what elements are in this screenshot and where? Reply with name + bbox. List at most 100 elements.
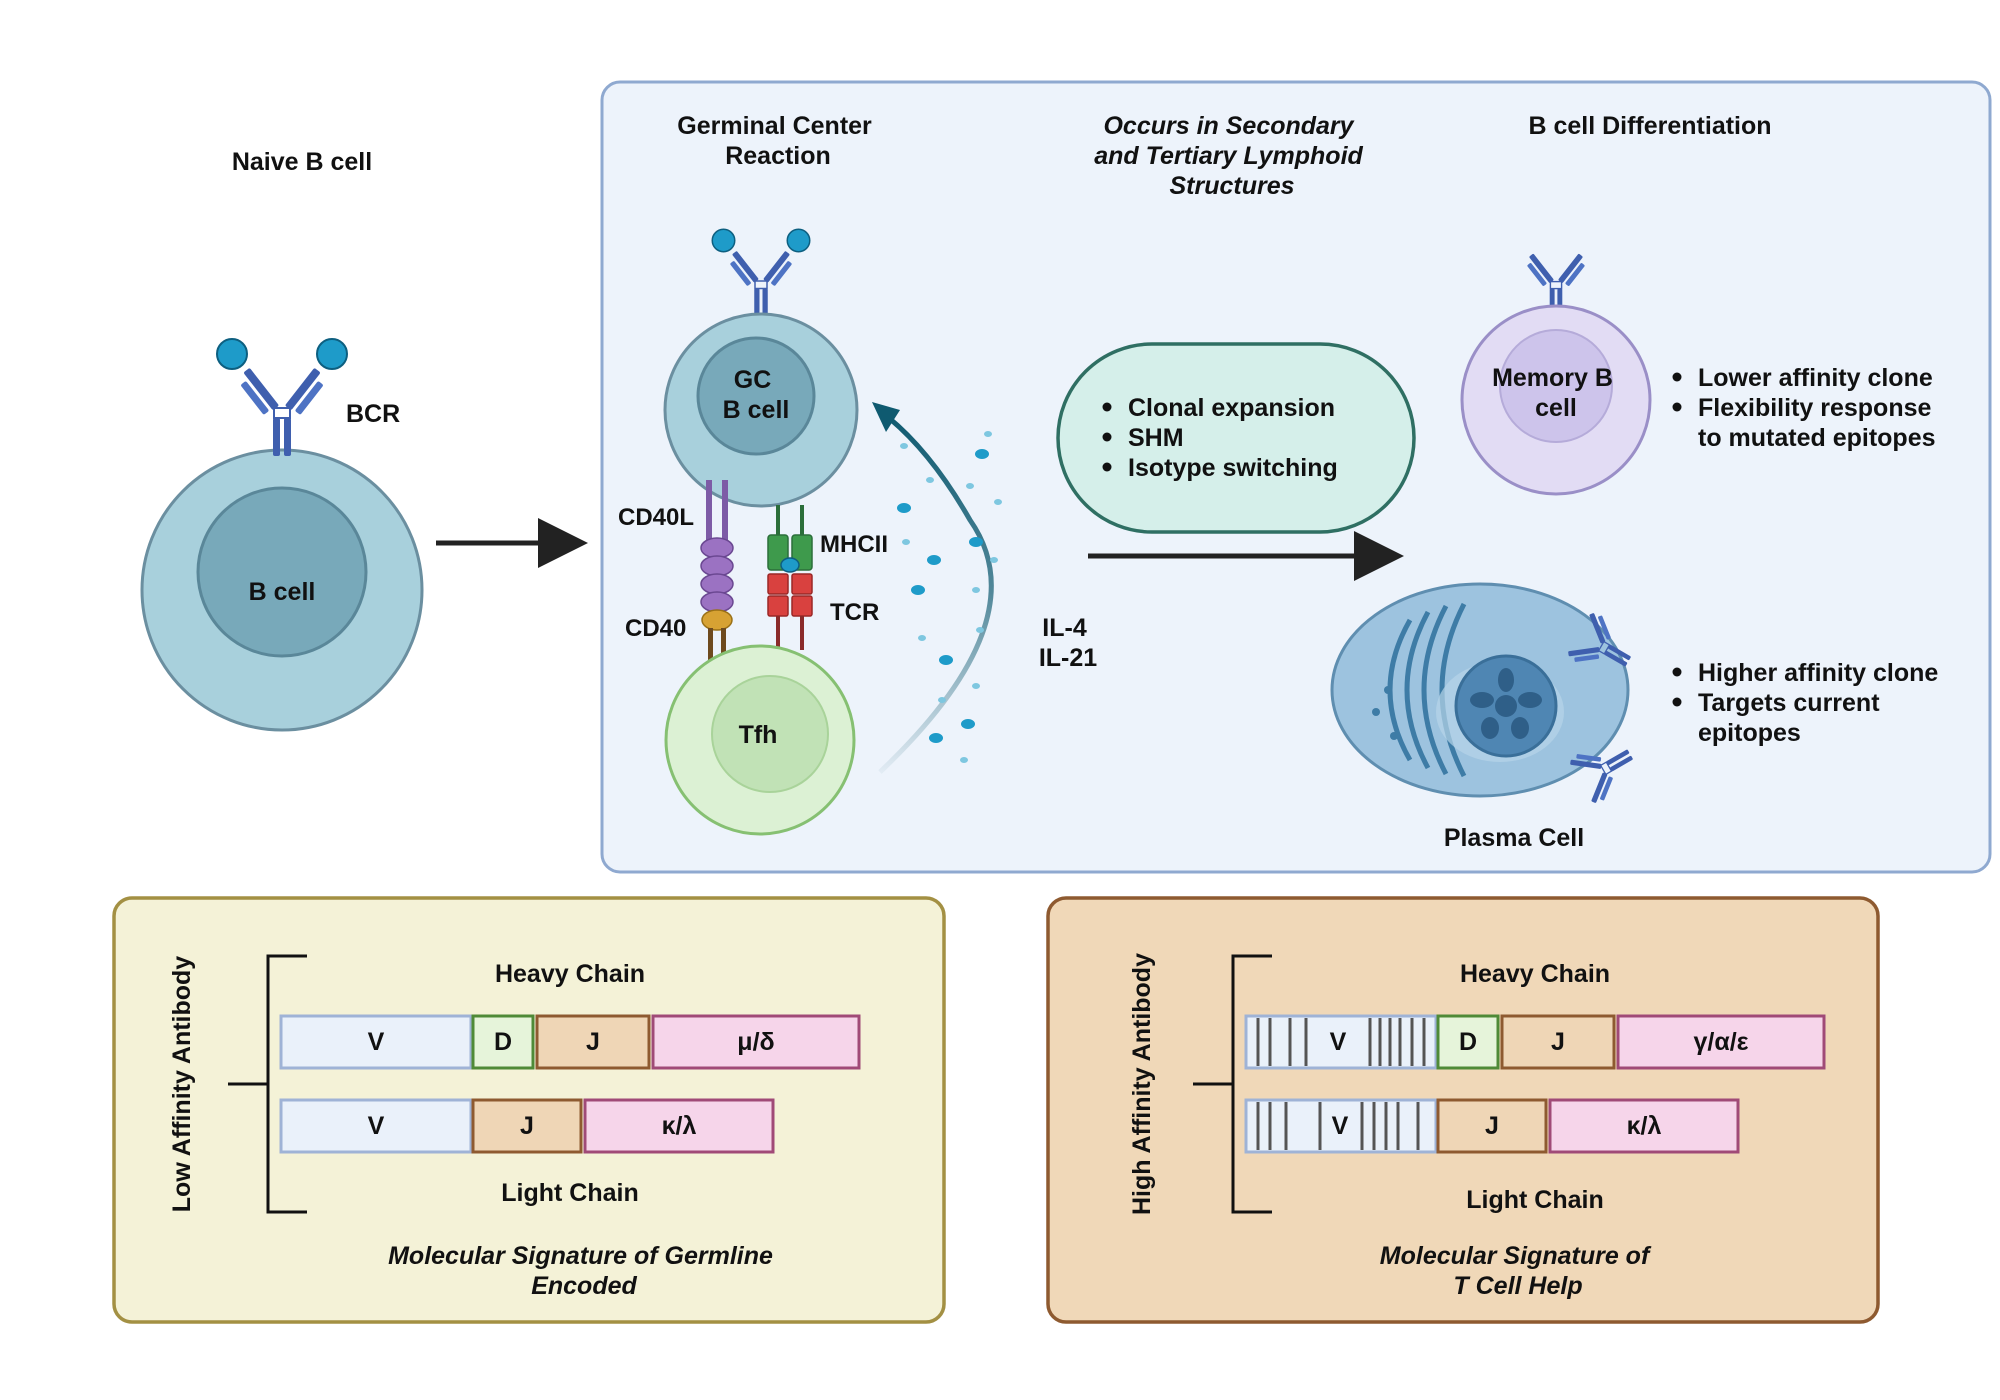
memory-b-cell-nucleus xyxy=(1499,329,1613,443)
naive-title: Naive B cell xyxy=(232,148,372,176)
cytokine-labels: IL-4 IL-21 xyxy=(1039,614,1097,672)
plasma-label: Plasma Cell xyxy=(1444,824,1584,852)
low-heavy-chain: V D J μ/δ xyxy=(279,1014,861,1070)
tcr-label: TCR xyxy=(830,599,879,626)
segment-constant xyxy=(1616,1014,1826,1070)
cytokine-line: IL-4 xyxy=(1042,614,1087,642)
segment-j xyxy=(1436,1098,1548,1154)
gc-title-line: Germinal Center xyxy=(677,112,872,140)
segment-v-mutated xyxy=(1244,1098,1438,1154)
memory-cell-line: cell xyxy=(1535,394,1577,422)
low-heavy-label: Heavy Chain xyxy=(495,960,645,988)
segment-v xyxy=(279,1014,473,1070)
cytokine-arrow-head xyxy=(872,402,900,432)
tfh-cell-nucleus xyxy=(711,675,829,793)
segment-d xyxy=(471,1014,535,1070)
location-line: Occurs in Secondary xyxy=(1103,112,1354,140)
high-light-chain: V J κ/λ xyxy=(1244,1098,1740,1154)
gc-bcr-antibody-icon xyxy=(711,228,811,318)
high-light-label: Light Chain xyxy=(1466,1186,1603,1214)
segment-j xyxy=(471,1098,583,1154)
mhcii-label: MHCII xyxy=(820,531,888,558)
bullet-dot xyxy=(1672,372,1682,382)
gc-title: Germinal Center Reaction xyxy=(677,112,878,170)
memory-bullet-line: Flexibility response xyxy=(1698,394,1932,422)
low-footer-line: Molecular Signature of Germline xyxy=(388,1242,773,1270)
segment-j xyxy=(1500,1014,1616,1070)
somatic-mutation-marks xyxy=(1256,1102,1420,1150)
segment-d-label: D xyxy=(1459,1028,1477,1056)
segment-constant-label: γ/α/ε xyxy=(1693,1028,1748,1056)
gc-title-line: Reaction xyxy=(725,142,831,170)
memory-bullet-line: to mutated epitopes xyxy=(1698,424,1936,452)
location-line: Structures xyxy=(1169,172,1294,200)
segment-constant-label: κ/λ xyxy=(662,1112,697,1140)
plasma-bullet: Targets current epitopes xyxy=(1698,689,1886,747)
segment-constant xyxy=(651,1014,861,1070)
gc-cell-label: GC B cell xyxy=(723,366,790,424)
plasma-bullets: Higher affinity clone Targets current ep… xyxy=(1672,659,1938,747)
segment-v-label: V xyxy=(1332,1112,1349,1140)
bullet-dot xyxy=(1672,402,1682,412)
gc-b-cell-nucleus xyxy=(696,336,816,456)
high-bracket xyxy=(1193,954,1272,1214)
segment-d xyxy=(1436,1014,1500,1070)
plasma-bullet-line: Targets current xyxy=(1698,689,1880,717)
bullet-dot xyxy=(1102,432,1112,442)
cytokine-dots xyxy=(897,431,1002,763)
bullet-dot xyxy=(1102,462,1112,472)
somatic-mutation-marks xyxy=(1256,1018,1426,1066)
segment-constant-label: μ/δ xyxy=(737,1028,774,1056)
high-footer: Molecular Signature of T Cell Help xyxy=(1380,1242,1656,1300)
memory-cell-label: Memory B cell xyxy=(1492,364,1620,422)
segment-v xyxy=(279,1098,473,1154)
low-bracket xyxy=(228,954,307,1214)
process-item: Clonal expansion xyxy=(1128,394,1335,422)
location-line: and Tertiary Lymphoid xyxy=(1094,142,1363,170)
low-light-chain: V J κ/λ xyxy=(279,1098,775,1154)
plasma-bullet-line: epitopes xyxy=(1698,719,1801,747)
gc-cell-line: GC xyxy=(734,366,772,394)
naive-bcr-antibody-icon xyxy=(216,338,348,457)
segment-v-label: V xyxy=(368,1028,385,1056)
segment-v-label: V xyxy=(368,1112,385,1140)
memory-cell-line: Memory B xyxy=(1492,364,1613,392)
high-footer-line: T Cell Help xyxy=(1453,1272,1582,1300)
high-side-label: High Affinity Antibody xyxy=(1128,953,1156,1215)
gc-cell-line: B cell xyxy=(723,396,790,424)
cd40-label: CD40 xyxy=(625,615,686,642)
segment-j-label: J xyxy=(1551,1028,1565,1056)
low-light-label: Light Chain xyxy=(501,1179,638,1207)
process-pill xyxy=(1056,342,1416,534)
location-note: Occurs in Secondary and Tertiary Lymphoi… xyxy=(1094,112,1370,200)
cd40l-label: CD40L xyxy=(618,504,694,531)
cd40l-cd40-receptor-icon xyxy=(700,480,734,668)
memory-bullets: Lower affinity clone Flexibility respons… xyxy=(1672,364,1936,452)
bullet-dot xyxy=(1672,667,1682,677)
low-footer: Molecular Signature of Germline Encoded xyxy=(388,1242,780,1300)
plasma-cell-icon xyxy=(1330,582,1630,798)
high-heavy-label: Heavy Chain xyxy=(1460,960,1610,988)
segment-constant xyxy=(1548,1098,1740,1154)
segment-j-label: J xyxy=(586,1028,600,1056)
process-item: Isotype switching xyxy=(1128,454,1338,482)
segment-v-label: V xyxy=(1330,1028,1347,1056)
mhcii-tcr-complex-icon xyxy=(767,505,813,650)
segment-j-label: J xyxy=(1485,1112,1499,1140)
naive-cell-label: B cell xyxy=(249,578,316,606)
segment-j-label: J xyxy=(520,1112,534,1140)
memory-bullet: Lower affinity clone xyxy=(1698,364,1933,392)
segment-j xyxy=(535,1014,651,1070)
tfh-label: Tfh xyxy=(739,721,778,749)
plasma-bullet: Higher affinity clone xyxy=(1698,659,1938,687)
high-footer-line: Molecular Signature of xyxy=(1380,1242,1652,1270)
segment-v-mutated xyxy=(1244,1014,1438,1070)
segment-constant-label: κ/λ xyxy=(1627,1112,1662,1140)
segment-constant xyxy=(583,1098,775,1154)
naive-b-cell-nucleus xyxy=(196,486,368,658)
low-side-label: Low Affinity Antibody xyxy=(168,956,196,1213)
process-list: Clonal expansion SHM Isotype switching xyxy=(1102,394,1338,482)
bullet-dot xyxy=(1102,402,1112,412)
differentiation-title: B cell Differentiation xyxy=(1528,112,1771,140)
